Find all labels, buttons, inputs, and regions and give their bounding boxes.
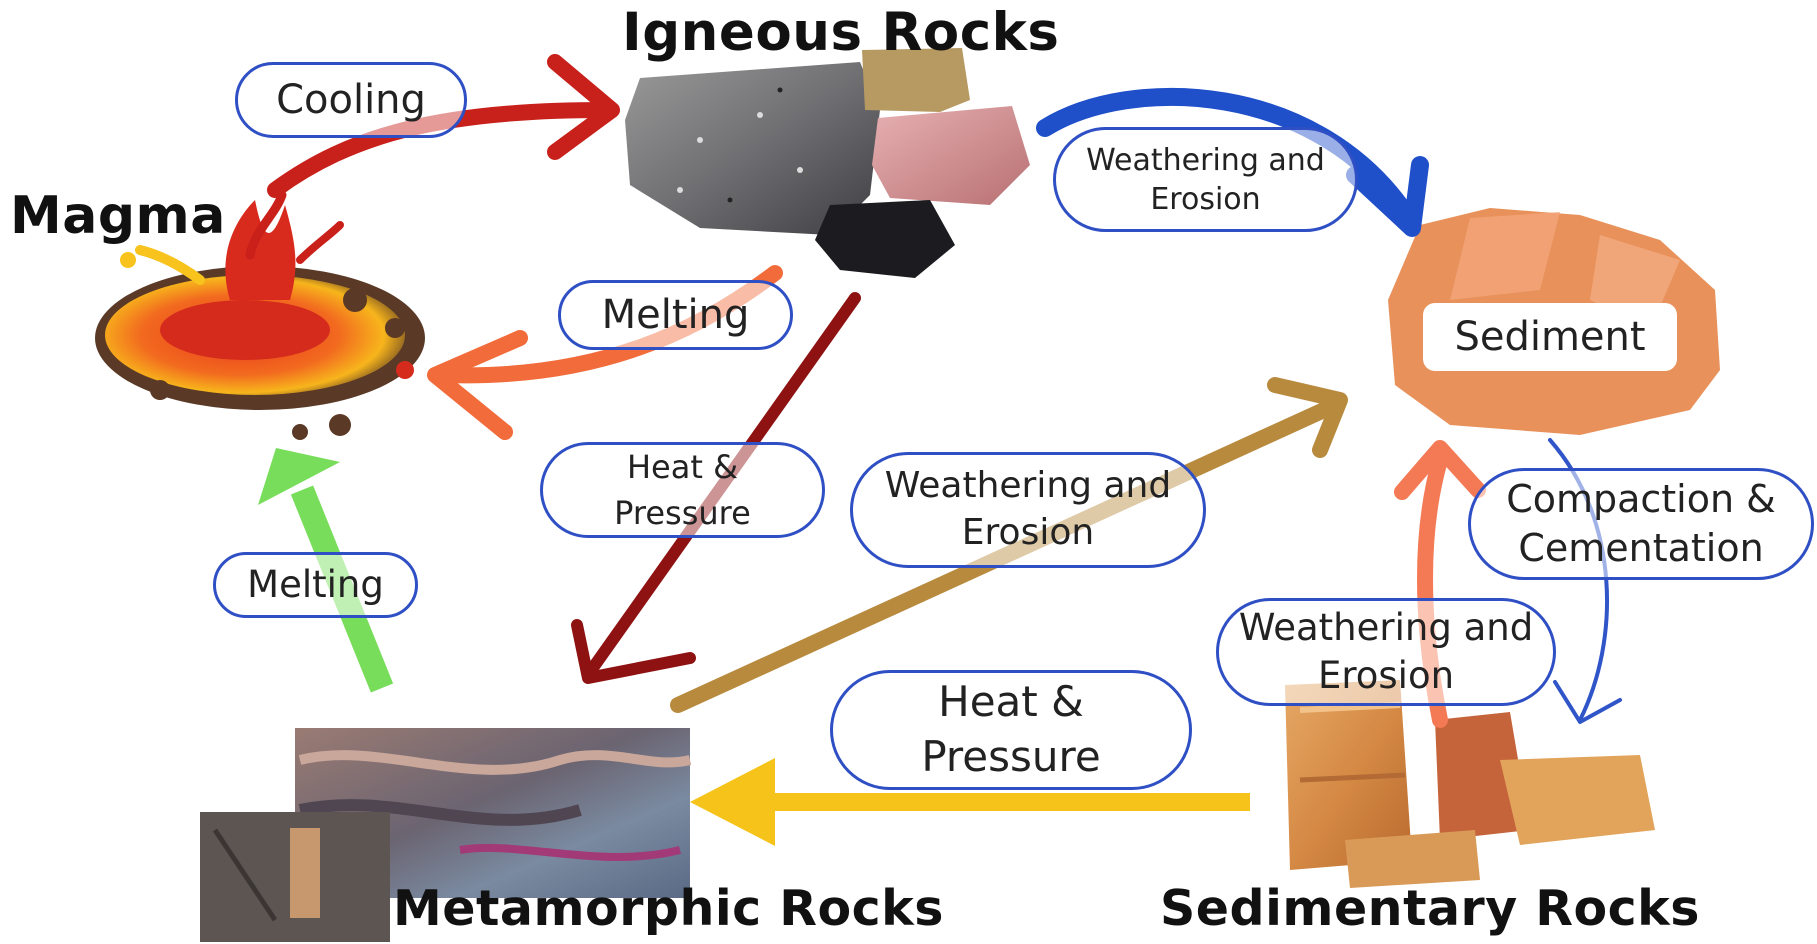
cooling-label-text: Cooling [276, 77, 426, 123]
heat-pressure-top-line1: Heat & [626, 447, 739, 486]
compaction-label: Compaction & Cementation [1468, 468, 1814, 580]
heat-pressure-top-label: Heat & Pressure [540, 442, 825, 538]
weathering-top-line1: Weathering and [1086, 142, 1325, 178]
weathering-middle-label: Weathering and Erosion [850, 452, 1206, 568]
weathering-igneous-arrow [1036, 87, 1429, 237]
heat-pressure-sedimentary-arrow [690, 758, 1250, 846]
sediment-label: Sediment [1423, 303, 1677, 371]
melting-metamorphic-text: Melting [247, 562, 384, 606]
melting-igneous-text: Melting [601, 292, 750, 338]
melting-metamorphic-label: Melting [213, 552, 418, 618]
compaction-line1: Compaction & [1506, 476, 1776, 521]
weathering-top-line2: Erosion [1150, 181, 1261, 217]
heat-pressure-top-line2: Pressure [614, 494, 751, 532]
compaction-line2: Cementation [1518, 526, 1764, 570]
heat-pressure-bottom-label: Heat & Pressure [830, 670, 1192, 790]
weathering-top-label: Weathering and Erosion [1053, 127, 1358, 232]
weathering-middle-line2: Erosion [961, 512, 1095, 553]
weathering-right-line2: Erosion [1317, 654, 1455, 697]
weathering-middle-line1: Weathering and [884, 465, 1172, 507]
melting-igneous-label: Melting [558, 280, 793, 350]
weathering-right-label: Weathering and Erosion [1216, 598, 1556, 706]
metamorphic-rocks-image [200, 728, 692, 942]
magma-splash-icon [95, 190, 425, 440]
magma-title: Magma [10, 186, 226, 246]
sedimentary-rocks-title: Sedimentary Rocks [1160, 880, 1700, 937]
igneous-rocks-title: Igneous Rocks [622, 2, 1060, 63]
sedimentary-rocks-image [1285, 680, 1655, 888]
heat-pressure-bottom-line2: Pressure [921, 732, 1101, 781]
heat-pressure-bottom-line1: Heat & [938, 677, 1084, 727]
metamorphic-rocks-title: Metamorphic Rocks [393, 880, 944, 937]
weathering-right-line1: Weathering and [1238, 605, 1534, 649]
igneous-rocks-image [625, 48, 1030, 278]
cooling-label: Cooling [235, 62, 467, 138]
